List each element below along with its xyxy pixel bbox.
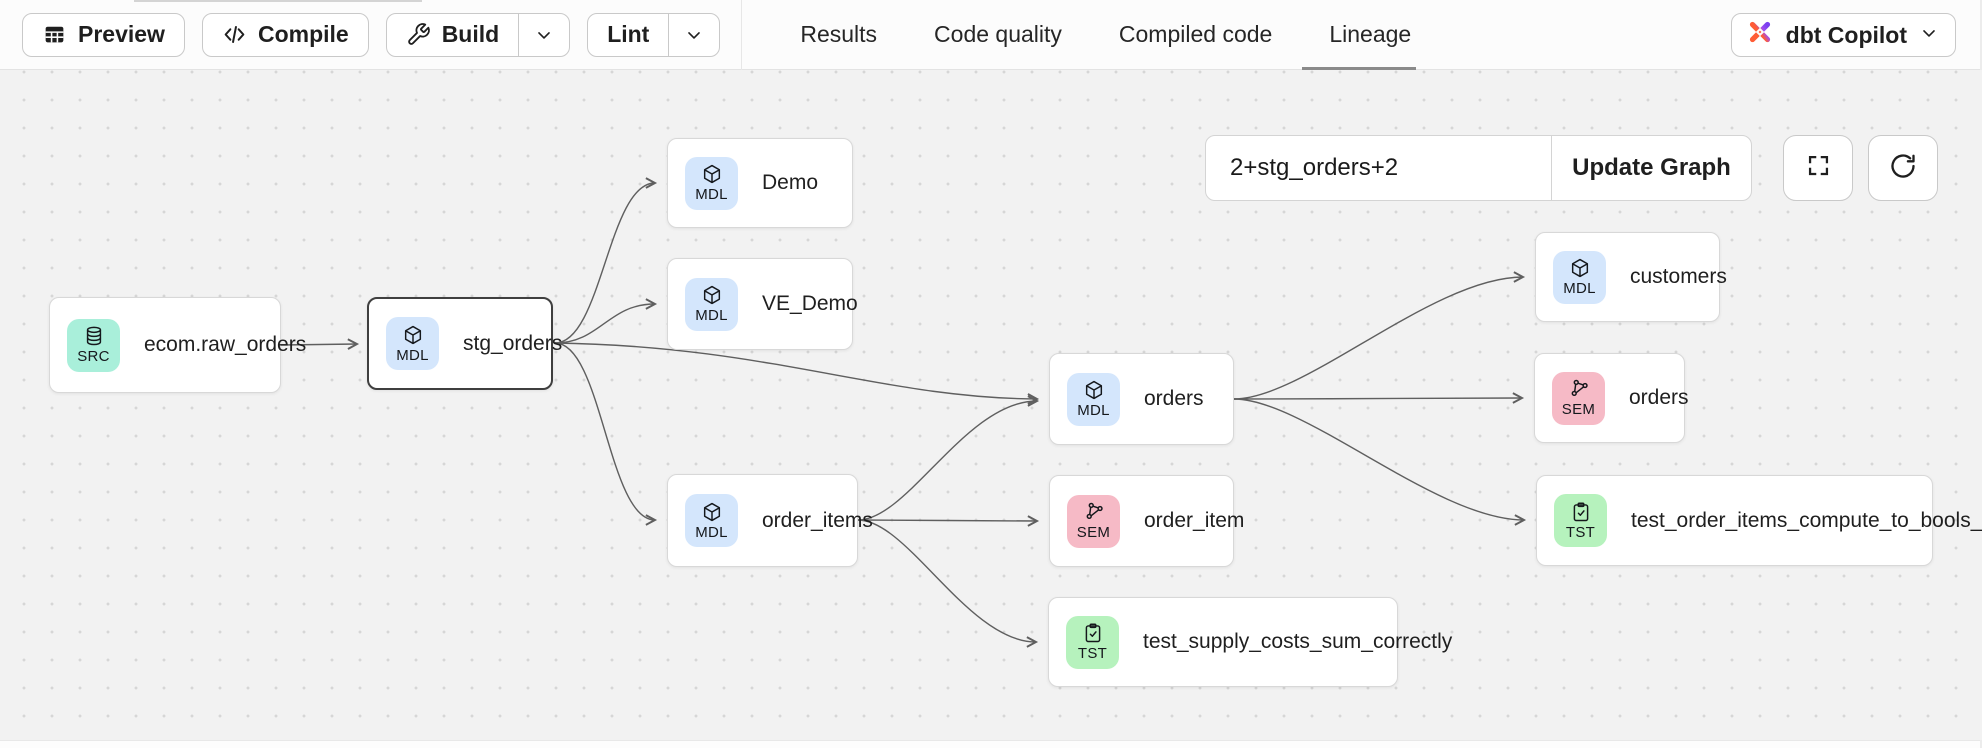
update-graph-button[interactable]: Update Graph xyxy=(1551,136,1751,200)
node-label: test_supply_costs_sum_correctly xyxy=(1143,630,1453,653)
model-badge: MDL xyxy=(1553,250,1606,304)
node-label: Demo xyxy=(762,171,819,194)
test-badge: TST xyxy=(1554,494,1607,547)
node-order-item-semantic[interactable]: SEM order_item xyxy=(1049,475,1244,567)
lint-button[interactable]: Lint xyxy=(588,14,668,56)
clipboard-check-icon xyxy=(1573,502,1588,521)
toolbar: Preview Compile Build xyxy=(0,0,1980,70)
chevron-down-icon xyxy=(534,25,554,45)
node-test-supply-costs[interactable]: TST test_supply_costs_sum_correctly xyxy=(1048,597,1452,687)
tab-code-quality[interactable]: Code quality xyxy=(934,21,1062,47)
bottom-strip xyxy=(0,740,1980,748)
node-ecom-raw-orders[interactable]: SRC ecom.raw_orders xyxy=(49,297,306,393)
refresh-icon xyxy=(1889,152,1917,185)
cube-icon xyxy=(703,285,720,305)
result-tabs: Results Code quality Compiled code Linea… xyxy=(800,0,1417,70)
edge-order_items-order_item xyxy=(857,515,1040,527)
node-customers[interactable]: MDL customers xyxy=(1535,232,1727,322)
edge-orders-orders_sem xyxy=(1233,392,1525,404)
wrench-icon xyxy=(406,22,431,47)
node-label: order_item xyxy=(1144,509,1245,532)
model-badge: MDL xyxy=(685,156,738,210)
tab-results[interactable]: Results xyxy=(800,21,878,47)
node-label: order_items xyxy=(762,508,873,532)
compile-button[interactable]: Compile xyxy=(201,12,369,57)
semantic-graph-icon xyxy=(1571,379,1588,397)
node-label: orders xyxy=(1629,386,1689,409)
edge-raw_orders-stg_orders xyxy=(280,338,360,350)
edge-orders-test_order_items xyxy=(1233,398,1527,526)
copilot-label: dbt Copilot xyxy=(1785,21,1907,48)
cube-icon xyxy=(1085,380,1102,400)
refresh-button[interactable] xyxy=(1868,135,1938,201)
node-label: stg_orders xyxy=(463,331,563,355)
database-icon xyxy=(86,326,101,346)
model-badge: MDL xyxy=(685,494,738,547)
lineage-selector: Update Graph xyxy=(1205,135,1752,201)
node-label: customers xyxy=(1630,265,1727,288)
chevron-down-icon xyxy=(1919,22,1939,49)
preview-button[interactable]: Preview xyxy=(22,12,185,57)
action-buttons: Preview Compile Build xyxy=(22,12,721,57)
build-options-button[interactable] xyxy=(518,13,569,56)
edge-order_items-orders xyxy=(857,395,1040,521)
fullscreen-button[interactable] xyxy=(1783,135,1853,201)
edge-orders-customers xyxy=(1233,271,1526,400)
node-orders-model[interactable]: MDL orders xyxy=(1049,353,1234,445)
fullscreen-icon xyxy=(1805,152,1832,184)
edge-stg_orders-VE_Demo xyxy=(554,298,658,344)
toolbar-divider xyxy=(741,0,743,70)
cube-icon xyxy=(703,164,720,184)
table-icon xyxy=(42,22,67,47)
semantic-badge: SEM xyxy=(1067,494,1120,548)
node-label: ecom.raw_orders xyxy=(144,333,307,356)
tab-lineage[interactable]: Lineage xyxy=(1302,0,1417,70)
lineage-canvas[interactable]: SRC ecom.raw_orders MDL stg_orders MDL D… xyxy=(0,70,1982,740)
edge-order_items-test_supply xyxy=(857,519,1039,648)
lint-button-label: Lint xyxy=(607,21,650,47)
preview-button-label: Preview xyxy=(78,21,165,47)
edge-stg_orders-orders xyxy=(554,342,1040,405)
node-stg-orders[interactable]: MDL stg_orders xyxy=(367,297,562,390)
model-badge: MDL xyxy=(685,277,738,331)
cube-icon xyxy=(1571,258,1588,278)
editor-tab-edge xyxy=(134,0,422,2)
dbt-copilot-button[interactable]: dbt Copilot xyxy=(1730,13,1956,57)
node-ve-demo[interactable]: MDL VE_Demo xyxy=(667,258,858,350)
build-button-label: Build xyxy=(441,21,500,47)
model-badge: MDL xyxy=(1067,372,1120,426)
model-badge: MDL xyxy=(386,317,439,370)
edge-stg_orders-Demo xyxy=(554,177,658,344)
copilot-icon xyxy=(1746,18,1774,52)
node-test-order-items-compute[interactable]: TST test_order_items_compute_to_bools_c.… xyxy=(1536,475,1982,566)
clipboard-check-icon xyxy=(1085,623,1100,643)
node-order-items[interactable]: MDL order_items xyxy=(667,474,873,567)
selector-input[interactable] xyxy=(1206,136,1551,200)
lint-split-button: Lint xyxy=(587,12,721,57)
compile-button-label: Compile xyxy=(257,21,349,47)
cube-icon xyxy=(703,502,720,521)
tab-compiled-code[interactable]: Compiled code xyxy=(1118,21,1273,47)
chevron-down-icon xyxy=(684,25,704,45)
lineage-edges xyxy=(280,177,1527,648)
build-button[interactable]: Build xyxy=(387,14,519,56)
node-label: VE_Demo xyxy=(762,292,858,315)
node-demo[interactable]: MDL Demo xyxy=(667,138,853,228)
node-label: orders xyxy=(1144,387,1204,410)
code-icon xyxy=(222,22,247,47)
semantic-graph-icon xyxy=(1086,502,1103,520)
edge-stg_orders-order_items xyxy=(554,342,658,526)
cube-icon xyxy=(404,325,421,344)
source-badge: SRC xyxy=(67,318,120,372)
lint-options-button[interactable] xyxy=(668,13,719,56)
node-orders-semantic[interactable]: SEM orders xyxy=(1534,353,1689,443)
node-label: test_order_items_compute_to_bools_c... xyxy=(1631,508,1982,532)
semantic-badge: SEM xyxy=(1552,371,1605,425)
build-split-button: Build xyxy=(385,12,571,57)
test-badge: TST xyxy=(1066,615,1119,669)
